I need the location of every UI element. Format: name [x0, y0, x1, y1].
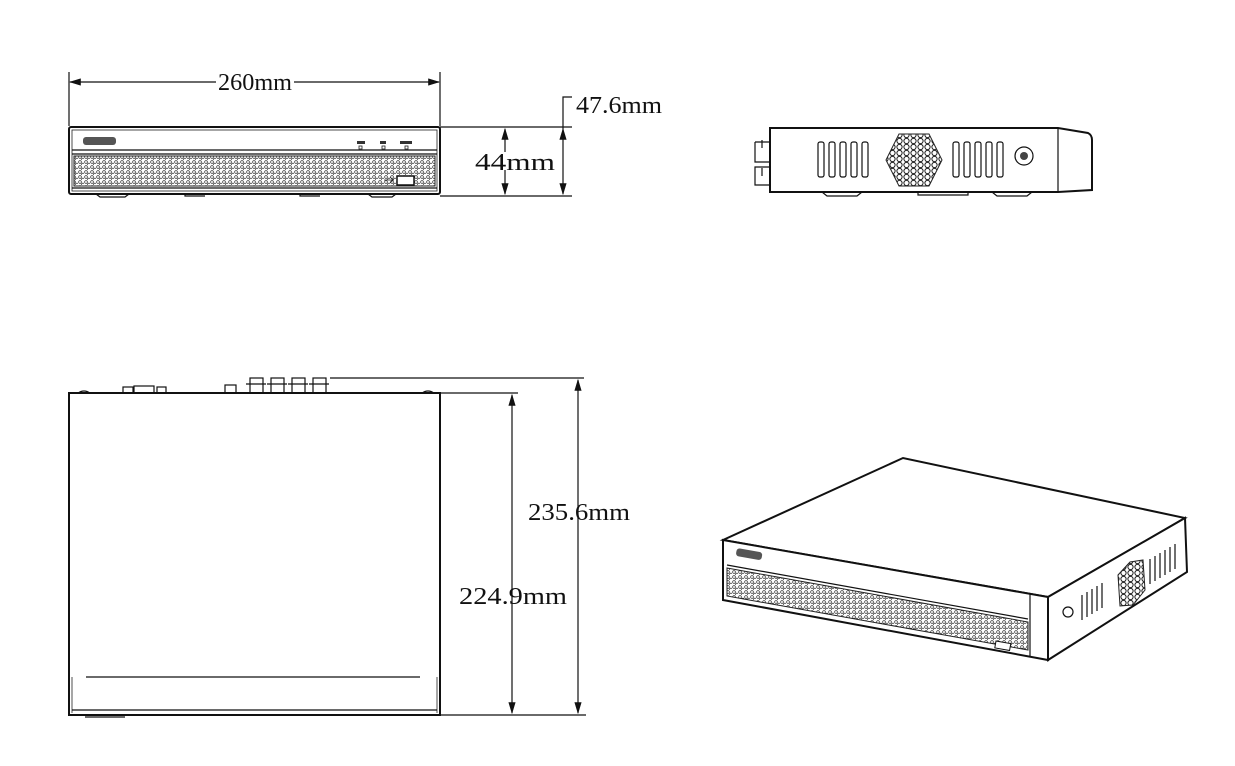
top-view: [68, 377, 441, 718]
led-indicators: [357, 141, 412, 150]
height-total-label: 47.6mm: [576, 93, 662, 119]
power-connector: [1014, 146, 1034, 166]
side-view: [754, 127, 1093, 197]
depth-total-label: 235.6mm: [528, 500, 630, 526]
width-label: 260mm: [218, 70, 292, 96]
isometric-view: [719, 456, 1189, 662]
front-view: [68, 126, 441, 198]
height-body-label: 44mm: [475, 150, 555, 176]
depth-body-label: 224.9mm: [459, 584, 567, 610]
logo-icon: [83, 137, 116, 145]
usb-port: [396, 175, 415, 186]
fan-grille: [885, 133, 943, 187]
width-dimension: 260mm: [68, 70, 441, 126]
height-dimension: 44mm 47.6mm: [440, 93, 662, 197]
depth-dimension: 224.9mm 235.6mm: [330, 377, 630, 716]
rear-connectors: [77, 377, 435, 394]
